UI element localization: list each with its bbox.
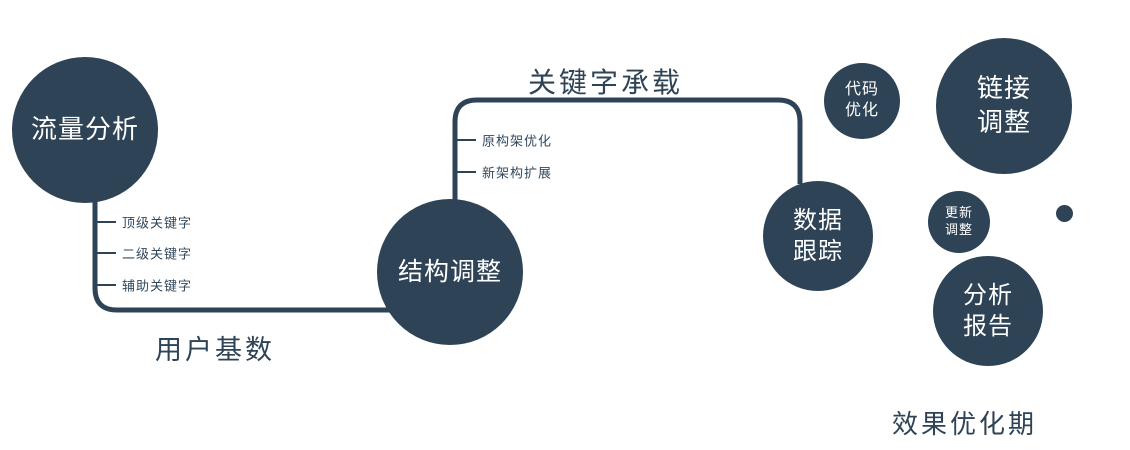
- bullet-dot: [1056, 205, 1073, 222]
- node-structure-adjustment-label: 结构调整: [397, 257, 502, 286]
- node-analysis-report: 分析 报告: [933, 256, 1043, 366]
- phase-label: 效果优化期: [892, 409, 1038, 439]
- edge-label-user-base: 用户基数: [155, 335, 275, 365]
- node-link-adjustment-line2: 调整: [976, 107, 1031, 137]
- node-update-adjustment: 更新 调整: [928, 191, 990, 253]
- tick-label-top-keyword: 顶级关键字: [122, 215, 193, 231]
- edge-label-keyword-carry: 关键字承载: [528, 67, 684, 98]
- node-link-adjustment: 链接 调整: [936, 38, 1072, 174]
- node-data-tracking-line2: 跟踪: [793, 238, 843, 265]
- node-data-tracking: 数据 跟踪: [763, 181, 873, 291]
- node-link-adjustment-line1: 链接: [976, 73, 1031, 104]
- tick-label-original-arch: 原构架优化: [482, 133, 553, 149]
- node-traffic-analysis-label: 流量分析: [30, 114, 139, 145]
- node-code-optimization-line2: 优化: [844, 102, 879, 119]
- node-update-adjustment-line2: 调整: [944, 222, 973, 237]
- tick-label-second-keyword: 二级关键字: [122, 246, 193, 262]
- node-code-optimization-line1: 代码: [844, 81, 879, 99]
- node-update-adjustment-line1: 更新: [944, 205, 973, 221]
- node-data-tracking-line1: 数据: [793, 206, 843, 234]
- node-traffic-analysis: 流量分析: [12, 57, 158, 203]
- tick-label-aux-keyword: 辅助关键字: [122, 278, 193, 294]
- node-analysis-report-line2: 报告: [963, 313, 1013, 340]
- tick-label-new-arch: 新架构扩展: [482, 165, 553, 181]
- node-analysis-report-line1: 分析: [963, 281, 1013, 309]
- connector-structure-to-tracking: [452, 97, 803, 202]
- node-structure-adjustment: 结构调整: [377, 199, 523, 345]
- node-code-optimization: 代码 优化: [824, 63, 900, 139]
